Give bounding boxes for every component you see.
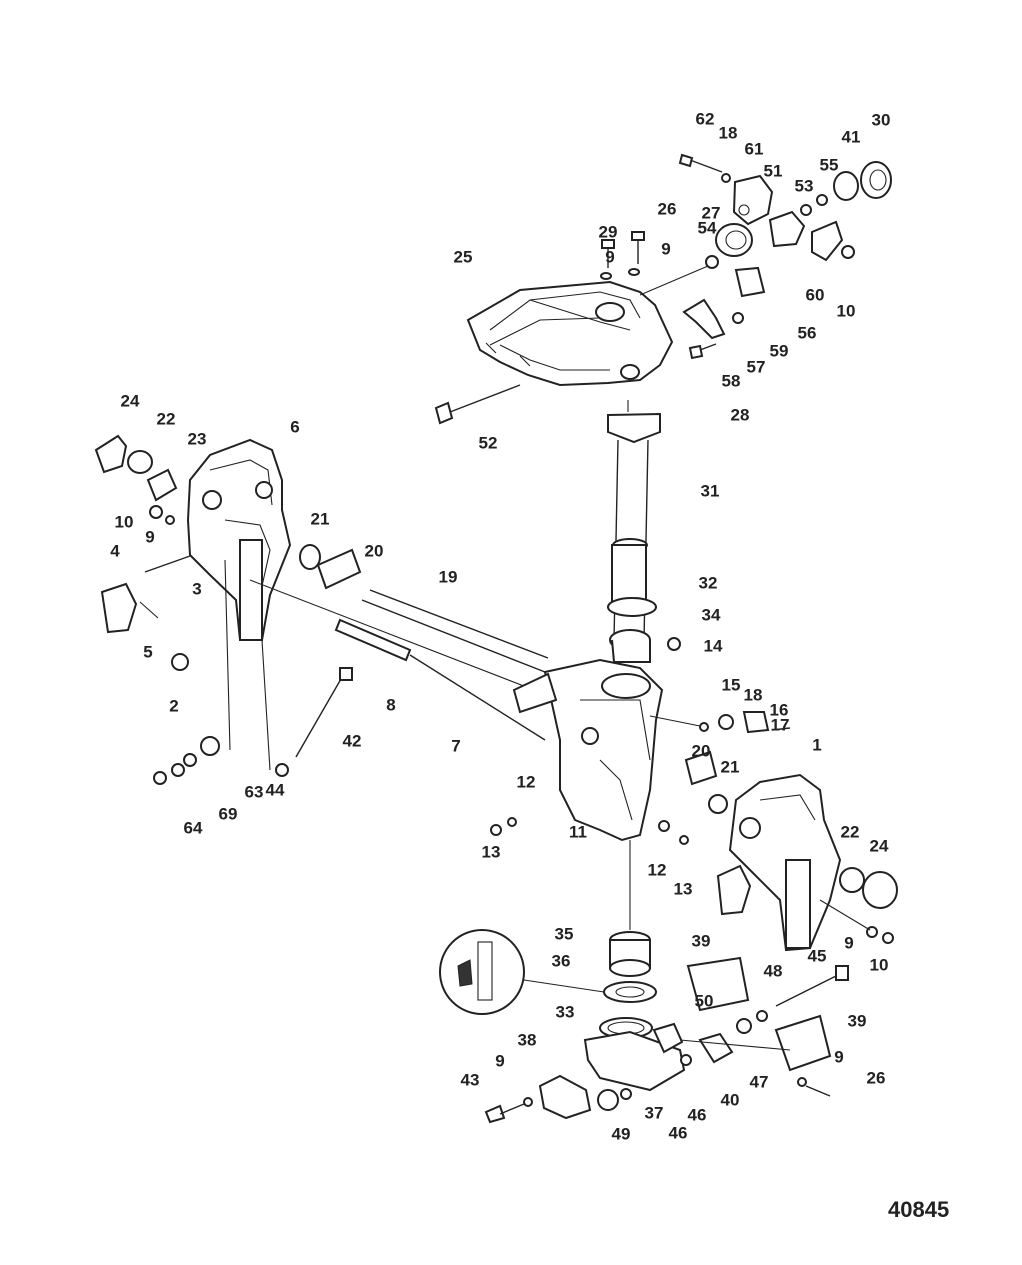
part-number-label: 45	[808, 946, 827, 965]
part-number-label: 62	[696, 109, 715, 128]
part-number-label: 59	[770, 341, 789, 360]
part-number-label: 37	[645, 1103, 664, 1122]
part-number-label: 56	[798, 323, 817, 342]
part-number-label: 20	[365, 541, 384, 560]
lower-swivel-parts	[439, 840, 849, 1124]
part-number-label: 43	[461, 1070, 480, 1089]
part-number-label: 21	[721, 757, 740, 776]
part-number-label: 10	[837, 301, 856, 320]
part-number-label: 5	[143, 642, 152, 661]
part-number-label: 25	[454, 247, 473, 266]
part-number-label: 53	[795, 176, 814, 195]
part-number-label: 8	[386, 695, 395, 714]
steering-bolts-top	[600, 231, 719, 296]
part-number-label: 58	[722, 371, 741, 390]
part-number-label: 9	[605, 247, 614, 266]
part-number-label: 50	[695, 991, 714, 1010]
part-number-label: 69	[219, 804, 238, 823]
part-number-label: 46	[688, 1105, 707, 1124]
part-number-label: 9	[145, 527, 154, 546]
part-number-label: 63	[245, 782, 264, 801]
part-number-label: 12	[517, 772, 536, 791]
part-number-label: 4	[110, 541, 120, 560]
part-number-label: 38	[518, 1030, 537, 1049]
part-number-label: 64	[184, 818, 203, 837]
part-number-label: 48	[764, 961, 783, 980]
part-number-label: 9	[834, 1047, 843, 1066]
clamp-bracket-left	[94, 434, 292, 671]
part-number-label: 60	[806, 285, 825, 304]
part-number-label: 22	[157, 409, 176, 428]
part-number-label: 30	[872, 110, 891, 129]
part-number-label: 24	[870, 836, 889, 855]
part-number-label: 18	[719, 123, 738, 142]
part-number-label: 47	[750, 1072, 769, 1091]
part-number-label: 7	[451, 736, 460, 755]
part-number-label: 13	[674, 879, 693, 898]
part-number-label: 54	[698, 218, 717, 237]
part-number-label: 9	[495, 1051, 504, 1070]
part-number-label: 41	[842, 127, 861, 146]
part-number-label: 52	[479, 433, 498, 452]
part-number-label: 51	[764, 161, 783, 180]
part-number-label: 1	[812, 735, 821, 754]
swivel-bracket-center	[490, 658, 791, 845]
part-number-label: 20	[692, 741, 711, 760]
part-number-label: 16	[770, 700, 789, 719]
swivel-tube	[607, 400, 681, 663]
tilt-tube-and-shafts	[153, 544, 561, 785]
part-number-label: 55	[820, 155, 839, 174]
part-number-label: 14	[704, 636, 723, 655]
part-number-label: 24	[121, 391, 140, 410]
part-number-label: 21	[311, 509, 330, 528]
drawing-number: 40845	[888, 1197, 949, 1222]
part-number-label: 15	[722, 675, 741, 694]
part-number-label: 44	[266, 780, 285, 799]
part-number-label: 61	[745, 139, 764, 158]
part-number-label: 9	[661, 239, 670, 258]
part-number-label: 42	[343, 731, 362, 750]
part-number-label: 19	[439, 567, 458, 586]
part-number-label: 3	[192, 579, 201, 598]
part-number-label: 27	[702, 203, 721, 222]
part-number-label: 23	[188, 429, 207, 448]
part-number-label: 18	[744, 685, 763, 704]
part-number-label: 32	[699, 573, 718, 592]
part-number-label: 2	[169, 696, 178, 715]
part-number-label: 10	[870, 955, 889, 974]
part-number-label: 46	[669, 1123, 688, 1142]
part-number-label: 36	[552, 951, 571, 970]
part-number-label: 39	[692, 931, 711, 950]
part-number-label: 9	[844, 933, 853, 952]
part-number-label: 29	[599, 222, 618, 241]
part-number-label: 28	[731, 405, 750, 424]
part-number-label: 33	[556, 1002, 575, 1021]
part-number-label: 57	[747, 357, 766, 376]
clamp-bracket-right	[716, 773, 898, 952]
part-number-label: 12	[648, 860, 667, 879]
part-number-label: 17	[771, 715, 790, 734]
part-number-label: 35	[555, 924, 574, 943]
part-number-label: 13	[482, 842, 501, 861]
part-number-label: 39	[848, 1011, 867, 1030]
part-number-label: 26	[658, 199, 677, 218]
part-number-label: 22	[841, 822, 860, 841]
steering-handle-bracket	[466, 280, 674, 387]
part-number-label: 11	[569, 822, 587, 841]
part-number-label: 40	[721, 1090, 740, 1109]
steering-bolt-52	[434, 384, 521, 425]
part-number-label: 49	[612, 1124, 631, 1143]
part-number-label: 10	[115, 512, 134, 531]
part-number-label: 31	[701, 481, 720, 500]
part-number-label: 34	[702, 605, 721, 624]
steering-link-parts-top-right	[678, 153, 892, 360]
part-number-label: 26	[867, 1068, 886, 1087]
part-number-label: 6	[290, 417, 299, 436]
